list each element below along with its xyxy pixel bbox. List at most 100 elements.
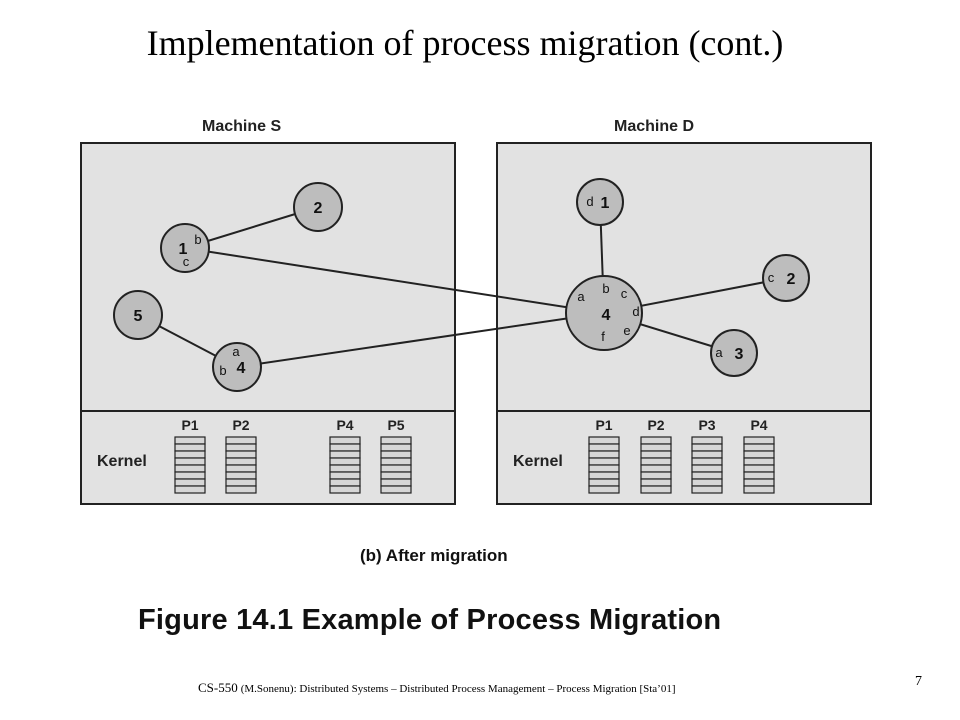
machine-s-table-slot xyxy=(225,450,257,459)
footer-text: (M.Sonenu): Distributed Systems – Distri… xyxy=(240,683,676,695)
machine-d-table-slot xyxy=(691,443,723,452)
machine-s-table-slot xyxy=(174,443,206,452)
machine-d-table-slot xyxy=(691,450,723,459)
machine-d-table-slot xyxy=(743,485,775,494)
machine-d-table-slot xyxy=(743,464,775,473)
machine-d-process-2-port-c: c xyxy=(768,270,775,285)
machine-d-table-label: P4 xyxy=(750,417,767,433)
machine-d-process-4-num: 4 xyxy=(602,307,611,324)
machine-s-table-slot xyxy=(225,436,257,445)
machine-d-box xyxy=(496,142,872,505)
page-number: 7 xyxy=(915,674,922,689)
machine-d-table-label: P1 xyxy=(595,417,612,433)
machine-s-table-slot xyxy=(174,464,206,473)
machine-s-table-slot xyxy=(329,478,361,487)
machine-s-table-slot xyxy=(329,457,361,466)
machine-d-table-slot xyxy=(588,443,620,452)
machine-s-table-slot xyxy=(174,471,206,480)
machine-d-table-slot xyxy=(691,464,723,473)
subfigure-caption: (b) After migration xyxy=(360,546,508,565)
machine-d-table-slot xyxy=(588,464,620,473)
machine-d-process-3-num: 3 xyxy=(735,346,744,363)
machine-d-table-slot xyxy=(640,443,672,452)
machine-s-table-slot xyxy=(174,436,206,445)
machine-d-table-slot xyxy=(588,478,620,487)
machine-s-process-tables: P1 P2 P4 P5 xyxy=(174,417,412,494)
machine-d-table-slot xyxy=(640,471,672,480)
machine-s-process-1-port-c: c xyxy=(183,254,190,269)
machine-s-table-slot xyxy=(174,478,206,487)
machine-d-table-slot xyxy=(640,457,672,466)
machine-s-table-slot xyxy=(380,450,412,459)
machine-d-table-slot xyxy=(640,485,672,494)
machine-s-process-4-num: 4 xyxy=(237,360,246,377)
machine-s-process-1 xyxy=(160,223,210,273)
footer-course: CS-550 xyxy=(198,680,238,695)
machine-d-table-slot xyxy=(640,436,672,445)
machine-d-process-1-num: 1 xyxy=(601,195,610,212)
machine-s-table-slot xyxy=(225,457,257,466)
machine-d-table-slot xyxy=(743,450,775,459)
machine-d-kernel-label: Kernel xyxy=(513,453,563,470)
machine-s-table-label: P5 xyxy=(387,417,404,433)
machine-s-table-slot xyxy=(174,485,206,494)
machine-d-table-slot xyxy=(743,478,775,487)
machine-s-table-slot xyxy=(174,450,206,459)
machine-s-label: Machine S xyxy=(202,118,281,135)
machine-s-process-4-port-a: a xyxy=(232,344,240,359)
machine-d-table-slot xyxy=(691,436,723,445)
machine-d-process-1-port-d: d xyxy=(586,194,593,209)
link-s1-d4 xyxy=(184,247,605,314)
machine-s-process-2-num: 2 xyxy=(314,200,323,217)
machine-s-table-label: P2 xyxy=(232,417,249,433)
machine-s-table-slot xyxy=(329,450,361,459)
machine-d-process-4-port-d: d xyxy=(632,304,639,319)
machine-d-table-slot xyxy=(588,436,620,445)
machine-s-table-slot xyxy=(225,471,257,480)
machine-d-process-3-port-a: a xyxy=(715,345,723,360)
machine-s-table-slot xyxy=(329,443,361,452)
machine-d-table-slot xyxy=(588,471,620,480)
machine-d-table-label: P2 xyxy=(647,417,664,433)
footer: CS-550 (M.Sonenu): Distributed Systems –… xyxy=(198,680,676,696)
machine-d-table-slot xyxy=(743,443,775,452)
machine-s-table-slot xyxy=(329,464,361,473)
machine-d-table-slot xyxy=(691,471,723,480)
machine-d-table-slot xyxy=(743,471,775,480)
machine-d-table-slot xyxy=(640,464,672,473)
machine-s-process-5 xyxy=(113,290,163,340)
machine-s-table-slot xyxy=(329,485,361,494)
machine-s-table-slot xyxy=(380,443,412,452)
machine-d-process-3 xyxy=(710,329,758,377)
machine-s-table-slot xyxy=(225,464,257,473)
machine-s-process-4 xyxy=(212,342,262,392)
figure-caption: Figure 14.1 Example of Process Migration xyxy=(138,604,722,636)
machine-d-process-2 xyxy=(762,254,810,302)
machine-d-label: Machine D xyxy=(614,118,694,135)
machine-s-table-slot xyxy=(380,478,412,487)
machine-s-table-slot xyxy=(380,436,412,445)
machine-s-process-4-port-b: b xyxy=(219,363,226,378)
machine-s-table-slot xyxy=(380,464,412,473)
machine-d-table-slot xyxy=(743,457,775,466)
machine-d-table-slot xyxy=(743,436,775,445)
machine-s-table-slot xyxy=(225,485,257,494)
machine-d-process-4-port-c: c xyxy=(621,286,628,301)
machine-d-table-slot xyxy=(588,485,620,494)
machine-d-process-4-port-a: a xyxy=(577,289,585,304)
machine-d-table-slot xyxy=(640,450,672,459)
machine-s-table-slot xyxy=(225,443,257,452)
machine-s-process-5-num: 5 xyxy=(134,308,143,325)
machine-s-table-slot xyxy=(329,471,361,480)
link-s4-d4 xyxy=(236,312,605,368)
machine-d-table-slot xyxy=(588,450,620,459)
machine-s-process-1-num: 1 xyxy=(179,241,188,258)
machine-s-table-slot xyxy=(380,457,412,466)
machine-s-table-label: P4 xyxy=(336,417,353,433)
machine-s-table-slot xyxy=(225,478,257,487)
machine-d-table-slot xyxy=(691,457,723,466)
machine-s-process-1-port-b: b xyxy=(194,232,201,247)
machine-d-process-4-port-f: f xyxy=(601,329,605,344)
machine-d-process-4 xyxy=(565,275,643,351)
